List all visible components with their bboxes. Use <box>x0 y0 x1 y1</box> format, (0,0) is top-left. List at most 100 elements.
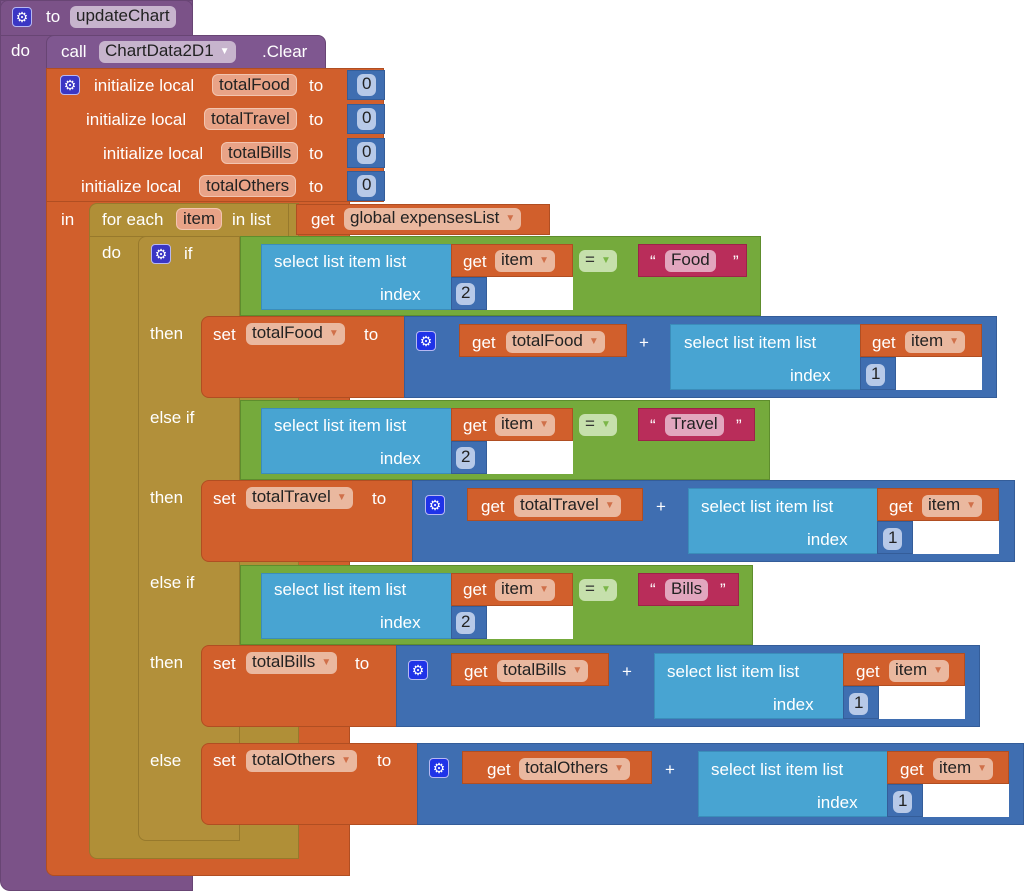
item-dropdown[interactable]: item ▼ <box>889 660 950 682</box>
number-value[interactable]: 0 <box>357 142 377 164</box>
set-var-name: totalBills <box>252 652 316 671</box>
item-dropdown[interactable]: item▼ <box>905 331 966 353</box>
item-var: item <box>895 660 928 679</box>
then-label: then <box>150 653 184 672</box>
to-label: to <box>377 751 392 770</box>
item-var: item <box>501 414 534 433</box>
var-dropdown[interactable]: totalTravel▼ <box>514 495 621 517</box>
var-name: totalTravel <box>520 495 599 514</box>
select-list-item-block[interactable] <box>261 244 453 310</box>
call-label: call <box>61 42 87 61</box>
set-var-dropdown[interactable]: totalBills▼ <box>246 652 338 674</box>
select-list-item-block[interactable] <box>261 408 453 474</box>
mutator-gear-icon[interactable]: ⚙ <box>12 7 32 27</box>
component-dropdown[interactable]: ChartData2D1▼ <box>99 41 236 63</box>
init-label: initialize local <box>86 110 187 129</box>
local-var-name[interactable]: totalOthers <box>199 175 297 197</box>
set-var-dropdown[interactable]: totalFood ▼ <box>246 323 345 345</box>
operator: = <box>585 579 595 598</box>
mutator-gear-icon[interactable]: ⚙ <box>151 244 171 264</box>
operator-dropdown[interactable]: =▼ <box>579 250 617 272</box>
mutator-gear-icon[interactable]: ⚙ <box>416 331 436 351</box>
set-var-name: totalFood <box>252 323 323 342</box>
empty-socket <box>487 606 573 639</box>
component-name: ChartData2D1 <box>105 41 214 60</box>
dropdown-arrow-icon: ▼ <box>949 335 960 347</box>
operator-dropdown[interactable]: =▼ <box>579 414 617 436</box>
close-quote: ” <box>720 580 726 599</box>
set-var-dropdown[interactable]: totalOthers▼ <box>246 750 358 772</box>
to-label: to <box>364 325 379 344</box>
item-dropdown[interactable]: item▼ <box>933 758 994 780</box>
else-if-label: else if <box>150 408 195 427</box>
get-label: get <box>311 210 335 229</box>
select-list-item-block[interactable] <box>698 751 890 817</box>
var-dropdown[interactable]: totalFood ▼ <box>506 331 605 353</box>
select-list-item-label: select list item list <box>711 760 844 779</box>
local-var-name[interactable]: totalTravel <box>204 108 297 130</box>
text-value[interactable]: Bills <box>665 579 709 601</box>
empty-socket <box>913 521 999 554</box>
open-quote: “ <box>650 252 656 271</box>
index-value[interactable]: 1 <box>849 693 869 715</box>
get-label: get <box>889 497 913 516</box>
set-label: set <box>213 751 236 770</box>
text-value[interactable]: Food <box>665 250 716 272</box>
mutator-gear-icon[interactable]: ⚙ <box>425 495 445 515</box>
select-list-item-label: select list item list <box>274 580 407 599</box>
item-var: item <box>939 758 972 777</box>
index-value[interactable]: 2 <box>456 612 476 634</box>
else-if-label: else if <box>150 573 195 592</box>
number-value[interactable]: 0 <box>357 175 377 197</box>
set-var-name: totalOthers <box>252 750 336 769</box>
index-label: index <box>790 366 831 385</box>
operator-dropdown[interactable]: =▼ <box>579 579 617 601</box>
mutator-gear-icon[interactable]: ⚙ <box>408 660 428 680</box>
index-label: index <box>380 449 421 468</box>
dropdown-arrow-icon: ▼ <box>933 664 944 676</box>
global-var-name: global expensesList <box>350 208 500 227</box>
dropdown-arrow-icon: ▼ <box>328 327 339 339</box>
plus-label: + <box>656 497 666 516</box>
index-value[interactable]: 2 <box>456 283 476 305</box>
plus-label: + <box>622 662 632 681</box>
number-value[interactable]: 0 <box>357 108 377 130</box>
var-dropdown[interactable]: totalOthers▼ <box>519 758 631 780</box>
var-dropdown[interactable]: totalBills▼ <box>497 660 589 682</box>
empty-socket <box>879 686 965 719</box>
plus-label: + <box>665 760 675 779</box>
global-var-dropdown[interactable]: global expensesList ▼ <box>344 208 522 230</box>
dropdown-arrow-icon: ▼ <box>588 335 599 347</box>
empty-socket <box>923 784 1009 817</box>
var-name: totalFood <box>512 331 583 350</box>
loop-var-name[interactable]: item <box>176 208 223 230</box>
init-label: initialize local <box>94 76 195 95</box>
item-dropdown[interactable]: item▼ <box>495 579 556 601</box>
dropdown-arrow-icon: ▼ <box>505 212 516 224</box>
get-label: get <box>872 333 896 352</box>
item-dropdown[interactable]: item▼ <box>922 495 983 517</box>
index-label: index <box>807 530 848 549</box>
in-list-label: in list <box>232 210 271 229</box>
mutator-gear-icon[interactable]: ⚙ <box>429 758 449 778</box>
item-dropdown[interactable]: item▼ <box>495 250 556 272</box>
item-var: item <box>501 250 534 269</box>
index-value[interactable]: 1 <box>893 791 913 813</box>
set-var-dropdown[interactable]: totalTravel▼ <box>246 487 353 509</box>
select-list-item-block[interactable] <box>670 324 862 390</box>
get-label: get <box>900 760 924 779</box>
index-value[interactable]: 1 <box>883 528 903 550</box>
select-list-item-block[interactable] <box>261 573 453 639</box>
item-dropdown[interactable]: item▼ <box>495 414 556 436</box>
var-name: totalOthers <box>525 758 609 777</box>
procedure-name-field[interactable]: updateChart <box>70 6 176 28</box>
mutator-gear-icon[interactable]: ⚙ <box>60 75 80 95</box>
local-var-name[interactable]: totalFood <box>212 74 297 96</box>
text-value[interactable]: Travel <box>665 414 724 436</box>
index-value[interactable]: 2 <box>456 447 476 469</box>
item-var: item <box>501 579 534 598</box>
index-value[interactable]: 1 <box>866 364 886 386</box>
number-value[interactable]: 0 <box>357 74 377 96</box>
local-var-name[interactable]: totalBills <box>221 142 299 164</box>
get-label: get <box>463 416 487 435</box>
